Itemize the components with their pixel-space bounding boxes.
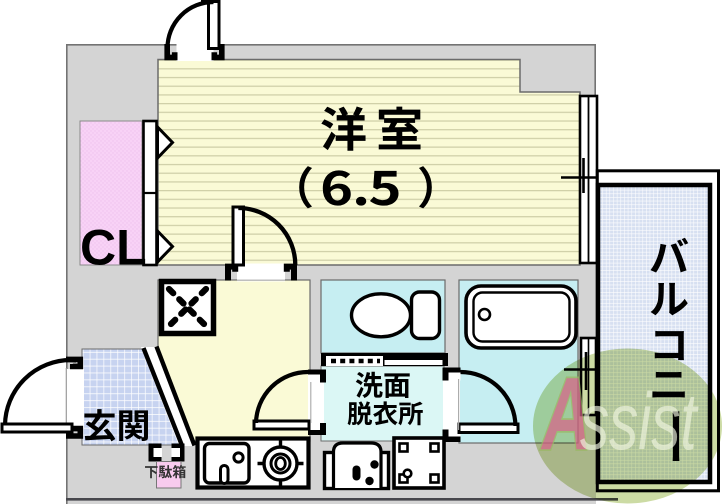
svg-text:A: A (540, 357, 591, 471)
svg-text:ssist: ssist (580, 376, 699, 467)
svg-text:CL: CL (80, 220, 147, 276)
